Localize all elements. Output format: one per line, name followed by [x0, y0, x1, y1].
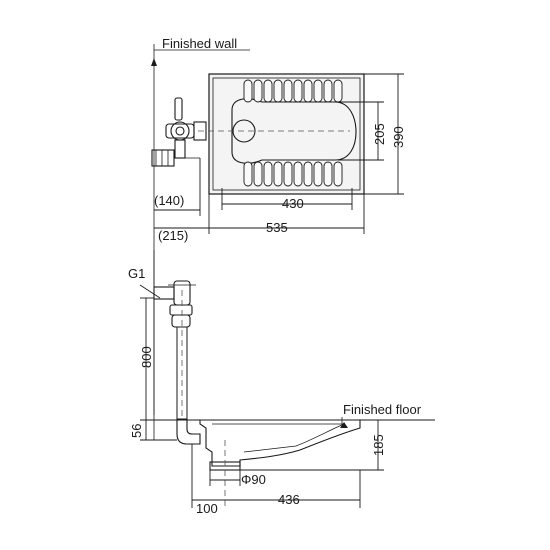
finished-wall-arrow: [151, 58, 157, 66]
flush-valve-plan: [151, 97, 207, 167]
dim-436-label: 436: [278, 492, 300, 507]
pan-interior: [212, 423, 345, 453]
footrest-ribs-top: [243, 79, 343, 103]
dim-140-label: (140): [154, 193, 184, 208]
dim-535-label: 535: [266, 220, 288, 235]
flush-pipe: [176, 326, 188, 420]
dim-phi90-label: Φ90: [241, 472, 266, 487]
dim-205-label: 205: [372, 123, 387, 145]
flush-valve-elevation: [153, 280, 196, 328]
elevation-view: G1 Finished floor 800: [128, 250, 435, 516]
finished-floor-label: Finished floor: [343, 402, 422, 417]
dim-100-label: 100: [196, 501, 218, 516]
g1-leader: [139, 284, 161, 299]
footrest-ribs-bottom: [243, 161, 343, 187]
pan-inner-rim: [212, 77, 361, 191]
pan-section: [199, 419, 361, 467]
finished-wall-label: Finished wall: [162, 36, 237, 51]
pipe-elbow: [176, 419, 201, 445]
g1-label: G1: [128, 266, 145, 281]
plan-view: Finished wall: [151, 36, 406, 415]
dim-215-label: (215): [158, 228, 188, 243]
dim-800-label: 800: [139, 346, 154, 368]
dim-185-label: 185: [371, 434, 386, 456]
dim-430-label: 430: [282, 196, 304, 211]
floor-marker: [340, 422, 348, 428]
dim-56-label: 56: [129, 424, 144, 438]
dim-390-label: 390: [391, 126, 406, 148]
